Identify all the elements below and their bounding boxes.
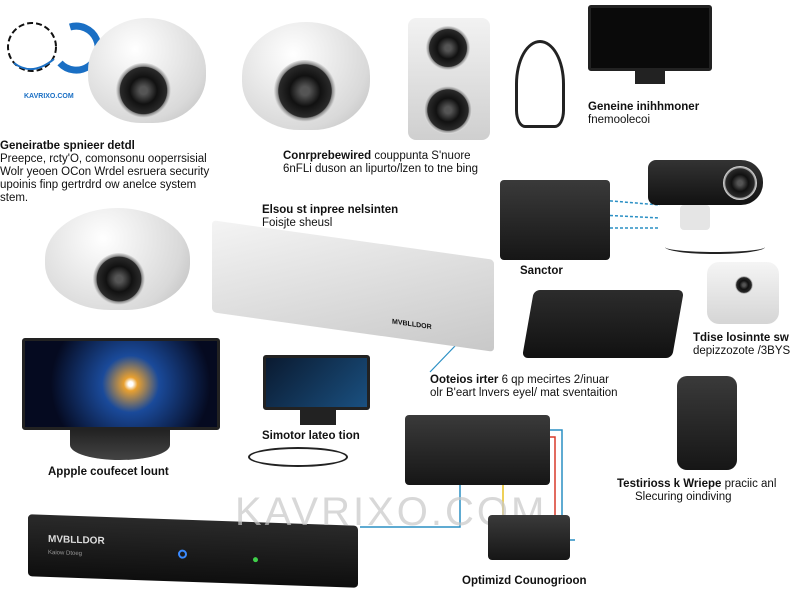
silver-nvr-label-line2: Foisjte sheusl: [262, 217, 333, 229]
camera-lens: [274, 60, 336, 122]
monitor-small-label: Simotor lateo tion: [262, 430, 360, 442]
silver-nvr-brand: MVBLLDOR: [392, 318, 432, 332]
small-board: [488, 515, 570, 560]
center-description-title-rest: couppunta S'nuore: [371, 150, 471, 162]
monitor-top-stand: [635, 70, 665, 84]
black-nvr-subtitle: Kaiow Dtoeg: [48, 549, 83, 558]
monitor-small: [263, 355, 370, 410]
network-box: [500, 180, 610, 260]
monitor-large-stand: [70, 430, 170, 460]
middle-description-title-rest: 6 qp mecirtes 2/inuar: [498, 374, 609, 386]
tall-device-label-title-rest: praciic anl: [721, 478, 777, 490]
dome-camera-3: [45, 208, 190, 310]
box-camera: [408, 18, 490, 140]
camera-lens: [426, 26, 470, 70]
right-device-label-line2: depizzozote /3BYS: [693, 345, 791, 357]
router-box: [522, 290, 684, 358]
center-description-line2: 6nFLi duson an lipurto/lzen to tne bing: [283, 163, 478, 175]
left-description-line: stem.: [0, 192, 29, 204]
left-description: Geneiratbe spnieer detdl Preepce, rcty'O…: [0, 140, 209, 205]
monitor-large: [22, 338, 220, 430]
video-cable: [248, 447, 348, 467]
top-right-label-line1: Geneine inihhmoner: [588, 101, 700, 113]
monitor-small-stand: [300, 410, 336, 425]
black-nvr-brand: MVBLLDOR: [48, 533, 105, 547]
camera-lens: [116, 63, 171, 118]
middle-description-line2: olr B'eart lnvers eyel/ mat sventaition: [430, 387, 618, 399]
dome-camera-1: [88, 18, 206, 123]
bullet-camera: [648, 160, 763, 205]
white-camera: [707, 262, 779, 324]
tall-device: [677, 376, 737, 470]
middle-description-title: Ooteios irter: [430, 374, 499, 386]
dome-camera-2: [242, 22, 370, 130]
controller-board: [405, 415, 550, 485]
logo-text: KAVRIXO.COM: [24, 93, 74, 100]
camera-lens: [723, 166, 757, 200]
monitor-top: [588, 5, 712, 71]
power-cable: [515, 40, 565, 128]
bullet-mount: [680, 205, 710, 230]
camera-lens: [424, 86, 472, 134]
monitor-large-label: Appple coufecet lount: [48, 466, 169, 478]
left-description-line: Preepce, rcty'O, comonsonu ooperrsisial: [0, 153, 207, 165]
sanctor-label: Sanctor: [520, 265, 563, 277]
silver-nvr-label-title: Elsou st inpree nelsinten: [262, 204, 399, 216]
power-button[interactable]: [178, 549, 187, 559]
tall-device-label-line2: Slecuring oindiving: [635, 491, 732, 503]
status-led: [253, 557, 258, 563]
left-description-title: Geneiratbe spnieer detdl: [0, 140, 135, 152]
top-right-label-line2: fnemoolecoi: [588, 114, 651, 126]
board-label: Optimizd Counogrioon: [462, 575, 587, 587]
camera-lens: [93, 253, 145, 305]
left-description-line: Wolr yeoen OCon Wrdel esruera security: [0, 166, 210, 178]
camera-lens: [735, 276, 753, 294]
camera-cable: [665, 240, 765, 254]
tall-device-label-title: Testirioss k Wriepe: [617, 478, 722, 490]
right-device-label-line1: Tdise losinnte sw: [693, 332, 789, 344]
left-description-line: upoinis finp gertrdrd ow anelce system: [0, 179, 197, 191]
center-description-title: Conrprebewired: [283, 150, 372, 162]
